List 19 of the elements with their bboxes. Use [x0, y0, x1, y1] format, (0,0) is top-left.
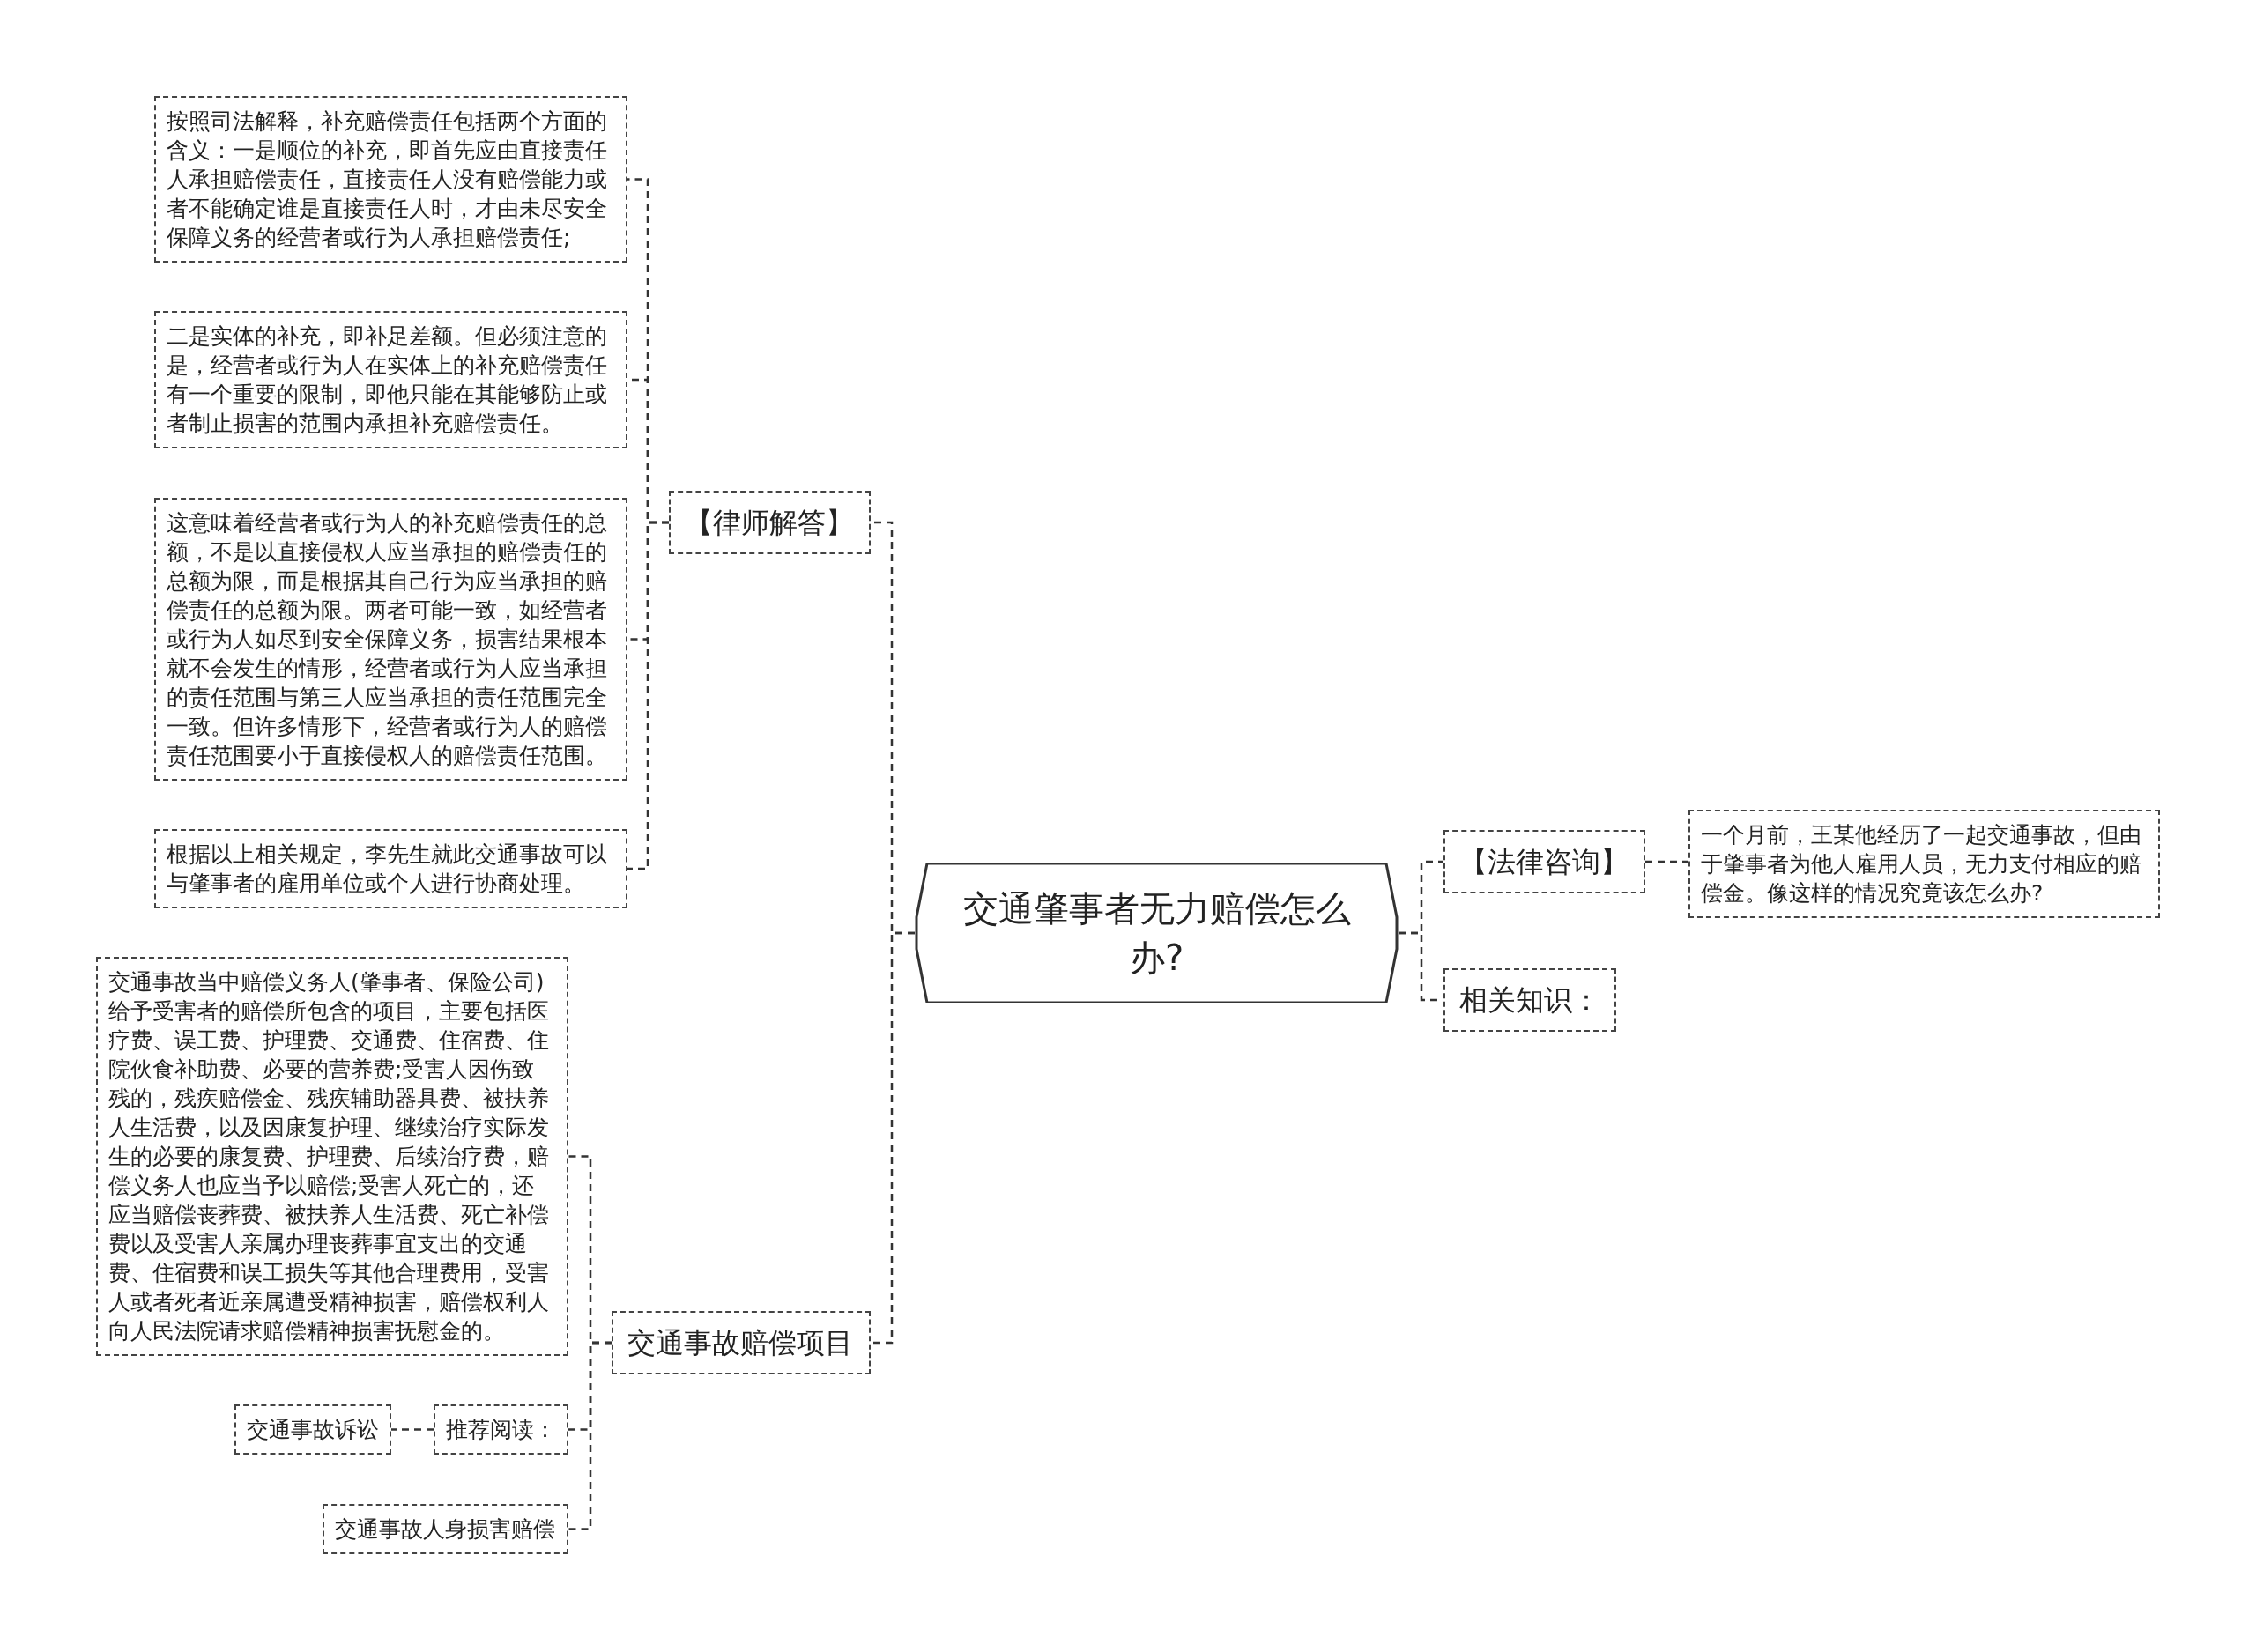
text-box: 推荐阅读：: [434, 1404, 568, 1455]
branch-box: 交通事故赔偿项目: [612, 1311, 871, 1374]
text-box: 交通事故当中赔偿义务人(肇事者、保险公司)给予受害者的赔偿所包含的项目，主要包括医疗费、误工费、护理费、交通费、住宿费、住院伙食补助费、必要的营养费;受害人因伤致残的，残疾赔偿金、残疾辅助器具费、被扶养人生活费，以及因康复护理、继续治疗实际发生的必要的康复费、护理费、后续治疗费，赔偿义务人也应当予以赔偿;受害人死亡的，还应当赔偿丧葬费、被扶养人生活费、死亡补偿费以及受害人亲属办理丧葬事宜支出的交通费、住宿费和误工损失等其他合理费用，受害人或者死者近亲属遭受精神损害，赔偿权利人向人民法院请求赔偿精神损害抚慰金的。: [96, 957, 568, 1356]
central-topic: 交通肇事者无力赔偿怎么办?: [915, 863, 1399, 1003]
text-box: 二是实体的补充，即补足差额。但必须注意的是，经营者或行为人在实体上的补充赔偿责任有一个重要的限制，即他只能在其能够防止或者制止损害的范围内承担补充赔偿责任。: [154, 311, 627, 448]
branch-box: 【法律咨询】: [1443, 830, 1645, 893]
connector: [627, 521, 669, 870]
text-box: 按照司法解释，补充赔偿责任包括两个方面的含义：一是顺位的补充，即首先应由直接责任人承担赔偿责任，直接责任人没有赔偿能力或者不能确定谁是直接责任人时，才由未尽安全保障义务的经营者或行为人承担赔偿责任;: [154, 96, 627, 263]
text-box: 这意味着经营者或行为人的补充赔偿责任的总额，不是以直接侵权人应当承担的赔偿责任的总额为限，而是根据其自己行为应当承担的赔偿责任的总额为限。两者可能一致，如经营者或行为人如尽到安全保障义务，损害结果根本就不会发生的情形，经营者或行为人应当承担的责任范围与第三人应当承担的责任范围完全一致。但许多情形下，经营者或行为人的赔偿责任范围要小于直接侵权人的赔偿责任范围。: [154, 498, 627, 781]
connector: [568, 1341, 612, 1530]
text-box: 根据以上相关规定，李先生就此交通事故可以与肇事者的雇用单位或个人进行协商处理。: [154, 829, 627, 908]
text-box: 交通事故人身损害赔偿: [323, 1504, 568, 1554]
branch-box: 相关知识：: [1443, 968, 1616, 1032]
connector: [871, 931, 915, 1345]
connector: [391, 1428, 434, 1431]
text-box: 一个月前，王某他经历了一起交通事故，但由于肇事者为他人雇用人员，无力支付相应的赔偿金。像这样的情况究竟该怎么办?: [1688, 810, 2160, 918]
branch-box: 【律师解答】: [669, 491, 871, 554]
connector: [1645, 860, 1688, 863]
text-box: 交通事故诉讼: [234, 1404, 391, 1455]
